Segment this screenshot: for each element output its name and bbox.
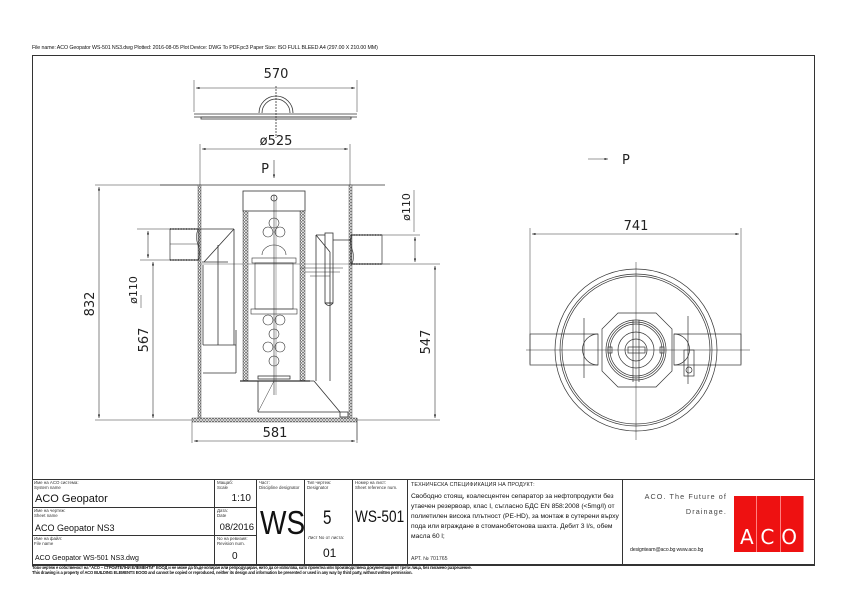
file-name-label-en: File name	[34, 540, 54, 546]
designator-label-en: Designator	[307, 484, 329, 490]
slogan-line2: Drainage.	[685, 507, 727, 516]
dim-outlet-diameter: ø110	[400, 193, 413, 221]
discipline-label-bg: Част:	[259, 480, 270, 485]
revision-label-bg: No на ревизия:	[217, 536, 248, 541]
revision-label-en: Revision num.	[217, 540, 245, 546]
file-name-label-bg: Име на файл:	[34, 536, 63, 541]
discipline-cell: Част:Discipline designator WS	[257, 480, 305, 566]
dim-base-width: 581	[263, 426, 288, 441]
sheet-reference-label-bg: Номер на лист:	[355, 480, 387, 485]
scale-label-bg: Мащаб:	[217, 480, 233, 485]
sheet-name-label-bg: Име на чертеж:	[34, 508, 66, 513]
plot-header: File name: ACO Geopator WS-501 NS3.dwg P…	[32, 45, 378, 51]
copyright-footer: Този чертеж е собственост на "ACO – СТРО…	[32, 565, 472, 576]
sheet-name-label-en: Sheet name	[34, 512, 58, 518]
aco-logo: ACO	[734, 496, 804, 552]
scale-cell: Мащаб:Scale 1:10	[215, 480, 257, 508]
aco-logo-text: ACO	[740, 525, 805, 549]
date-label-bg: Дата:	[217, 508, 228, 513]
top-view	[526, 157, 750, 440]
sheet-reference-value: WS-501	[355, 507, 405, 526]
file-name-cell: Име на файл:File name ACO Geopator WS-50…	[32, 536, 215, 566]
spec-article: АРТ. № 701765	[411, 556, 448, 562]
discipline-value: WS	[260, 504, 306, 541]
dim-lid-width: 570	[264, 67, 289, 82]
discipline-label-en: Discipline designator	[259, 484, 300, 490]
dim-total-height: 832	[83, 292, 98, 317]
slogan-line1: ACO. The Future of	[644, 492, 727, 501]
designator-cell: Тип чертеж:Designator 5 Лист No от листа…	[305, 480, 353, 566]
brand-cell: ACO. The Future of Drainage. designteam@…	[623, 480, 815, 566]
side-view	[95, 80, 440, 443]
lid	[194, 86, 357, 138]
dim-outlet-height: 547	[419, 330, 434, 355]
system-name-label-bg: Име на ACO система:	[34, 480, 79, 485]
sheet-reference-label-en: Sheet reference num.	[355, 484, 398, 490]
sheet-no-label: Лист No от листа:	[308, 535, 345, 540]
date-cell: Дата:Date 08/2016	[215, 508, 257, 536]
revision-value: 0	[232, 551, 238, 562]
sheet-reference-cell: Номер на лист:Sheet reference num. WS-50…	[353, 480, 408, 566]
copyright-en: This drawing is a property of ACO BUILDI…	[32, 569, 413, 575]
top-flow-label: P	[622, 153, 630, 168]
dim-inlet-height: 567	[137, 328, 152, 353]
sheet-no-value: 01	[323, 546, 337, 560]
file-name-value: ACO Geopator WS-501 NS3.dwg	[35, 555, 139, 562]
scale-value: 1:10	[231, 493, 251, 504]
sheet-name-cell: Име на чертеж:Sheet name ACO Geopator NS…	[32, 508, 215, 536]
dim-inner-diameter: ø525	[260, 134, 293, 149]
contacts: designteam@aco.bg www.aco.bg	[630, 547, 704, 553]
system-name-label-en: System name	[34, 484, 61, 490]
spec-cell: ТЕХНИЧЕСКА СПЕЦИФИКАЦИЯ НА ПРОДУКТ: Своб…	[408, 480, 623, 566]
sheet-name-value: ACO Geopator NS3	[35, 523, 115, 533]
designator-label-bg: Тип чертеж:	[307, 480, 332, 485]
copyright-bg: Този чертеж е собственост на "ACO – СТРО…	[32, 565, 472, 570]
scale-label-en: Scale	[217, 484, 228, 490]
date-value: 08/2016	[219, 522, 254, 533]
revision-cell: No на ревизия:Revision num. 0	[215, 536, 257, 566]
spec-heading: ТЕХНИЧЕСКА СПЕЦИФИКАЦИЯ НА ПРОДУКТ:	[411, 482, 535, 488]
system-name-value: ACO Geopator	[35, 493, 108, 505]
side-flow-label: P	[261, 162, 269, 177]
spec-body: Свободно стоящ, коалесцентен сепаратор з…	[411, 493, 619, 540]
title-block: Име на ACO система:System name ACO Geopa…	[32, 479, 815, 566]
date-label-en: Date	[217, 512, 227, 518]
dim-inlet-diameter: ø110	[127, 276, 140, 304]
drawing-frame	[32, 55, 815, 565]
system-name-cell: Име на ACO система:System name ACO Geopa…	[32, 480, 215, 508]
designator-value: 5	[323, 508, 332, 529]
dim-overall-length: 741	[624, 219, 649, 234]
